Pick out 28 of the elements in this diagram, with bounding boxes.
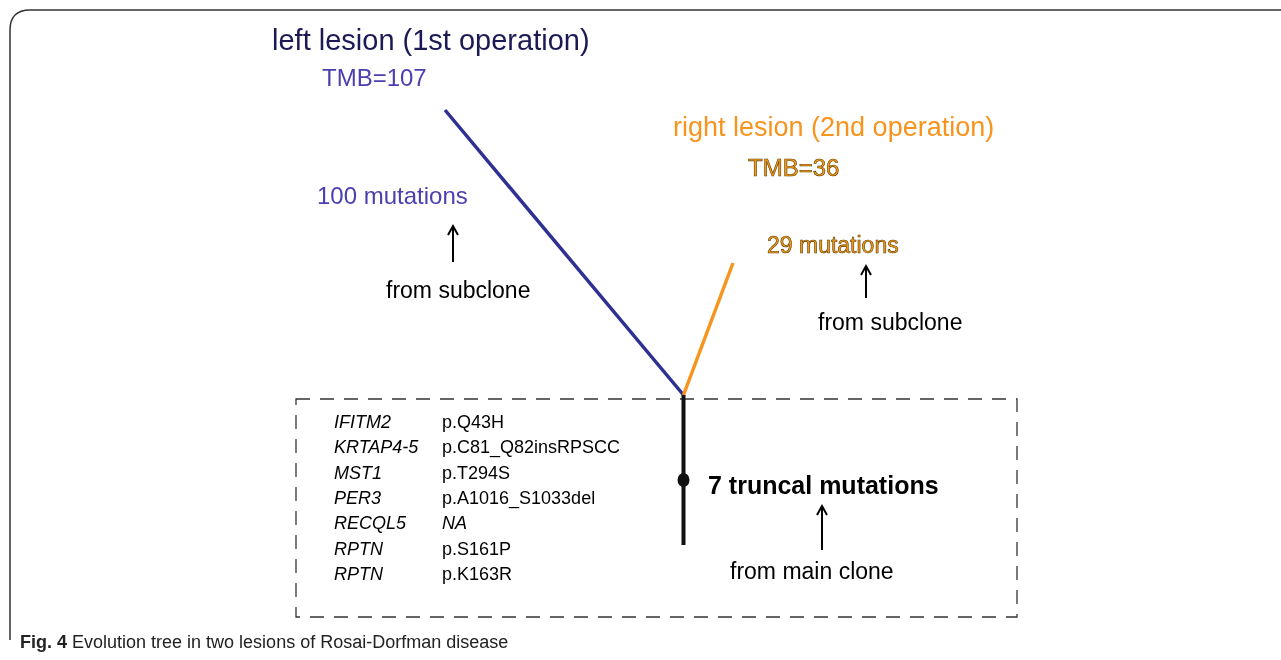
gene-name: IFITM2 [334,412,391,433]
protein-change: p.T294S [442,462,511,484]
lesion-title: left lesion (1st operation) [272,24,590,58]
origin-note: from subclone [386,277,531,304]
tmb-value: TMB=36 [748,154,840,182]
mutation-count: 29 mutations [767,232,899,259]
figure-caption: Fig. 4 Evolution tree in two lesions of Rosai-Dorfman disease [20,632,509,653]
tree-branch [681,262,735,396]
tree-branch [443,108,685,397]
dashed-box [295,398,1018,618]
gene-name: MST1 [334,462,382,484]
gene-name: RPTN [334,563,383,585]
mutation-count: 7 truncal mutations [708,471,939,500]
protein-change: NA [442,513,467,534]
origin-note: from subclone [818,309,963,336]
gene-name: RPTN [334,538,383,560]
tmb-value: TMB=107 [322,64,427,92]
protein-change: p.S161P [442,538,512,560]
protein-change: p.K163R [442,563,513,585]
protein-change: p.C81_Q82insRPSCC [442,437,621,458]
gene-name: KRTAP4-5 [334,437,419,458]
gene-name: PER3 [334,487,382,509]
protein-change: p.Q43H [442,412,505,433]
origin-note: from main clone [730,558,894,585]
mutation-count: 100 mutations [317,182,468,210]
protein-change: p.A1016_S1033del [442,487,596,509]
gene-name: RECQL5 [334,513,407,534]
lesion-title: right lesion (2nd operation) [673,112,995,144]
